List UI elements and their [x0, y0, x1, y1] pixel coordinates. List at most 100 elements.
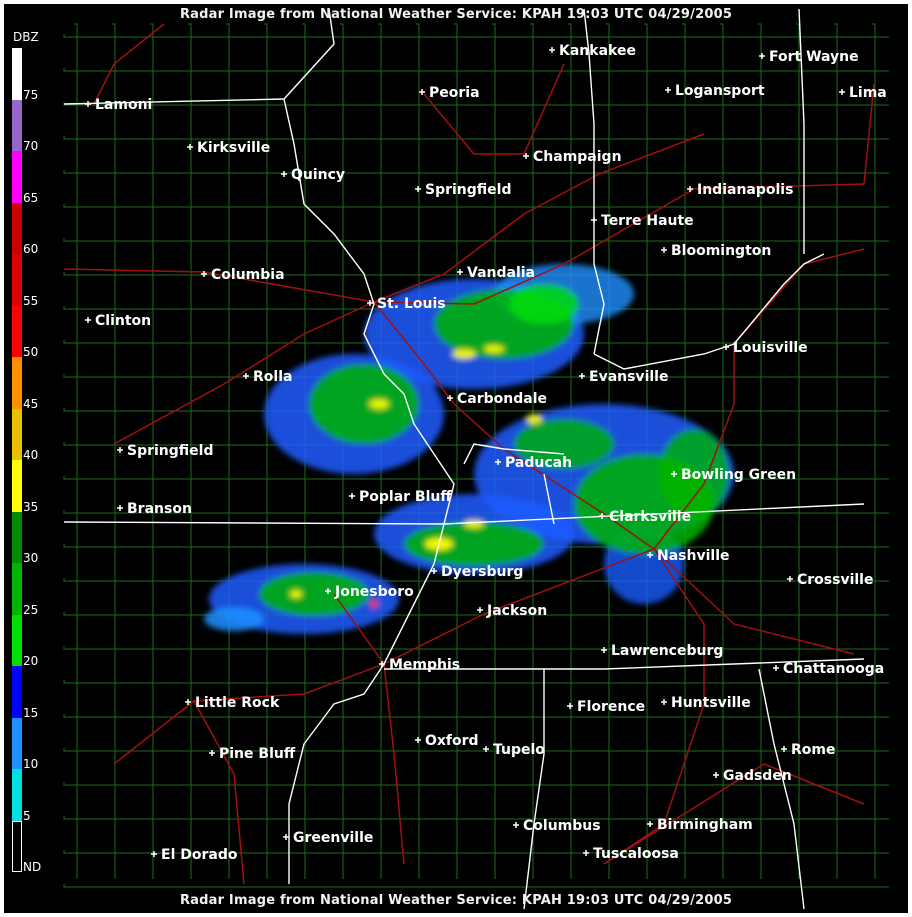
- city-marker: Nashville: [647, 548, 729, 564]
- legend-label: 20: [23, 654, 39, 668]
- city-label: Kankakee: [559, 43, 636, 59]
- city-marker: Columbia: [201, 267, 285, 283]
- city-marker: Bloomington: [661, 243, 771, 259]
- county-line: [63, 612, 889, 616]
- county-line: [63, 884, 889, 888]
- city-label: Terre Haute: [601, 213, 694, 229]
- city-label: St. Louis: [377, 296, 446, 312]
- city-label: Columbia: [211, 267, 285, 283]
- county-line: [63, 646, 889, 650]
- legend-label: 45: [23, 396, 39, 411]
- city-marker: Paducah: [495, 455, 572, 471]
- state-borders: [63, 8, 865, 910]
- city-marker: Little Rock: [185, 695, 280, 711]
- legend-swatch: [12, 48, 22, 100]
- legend-swatch: [12, 511, 22, 563]
- city-label: Springfield: [425, 182, 512, 198]
- radar-title-top: Radar Image from National Weather Servic…: [179, 7, 733, 22]
- county-line: [63, 850, 889, 854]
- city-marker: Evansville: [579, 369, 668, 385]
- city-marker: Lamoni: [85, 97, 152, 113]
- city-marker: Poplar Bluff: [349, 489, 452, 505]
- legend-label: 5: [23, 808, 31, 823]
- legend-swatch: [12, 151, 22, 203]
- city-marker: Jackson: [477, 603, 547, 619]
- city-marker: Florence: [567, 699, 645, 715]
- city-label: Louisville: [733, 340, 808, 356]
- city-marker: Lima: [839, 85, 887, 101]
- county-line: [454, 23, 458, 879]
- city-marker: Greenville: [283, 830, 373, 846]
- county-line: [63, 816, 889, 820]
- city-label: Evansville: [589, 369, 668, 385]
- city-label: Bloomington: [671, 243, 771, 259]
- legend-label: 65: [23, 190, 39, 205]
- city-label: Rolla: [253, 369, 292, 385]
- county-line: [188, 23, 192, 879]
- county-line: [63, 68, 889, 72]
- county-line: [63, 238, 889, 242]
- city-marker: Oxford: [415, 733, 479, 749]
- city-label: Indianapolis: [697, 182, 793, 198]
- city-marker: Memphis: [379, 657, 460, 673]
- city-marker: Quincy: [281, 167, 345, 183]
- city-marker: Louisville: [723, 340, 808, 356]
- legend-swatch: [12, 254, 22, 306]
- city-label: Huntsville: [671, 695, 751, 711]
- city-marker: Birmingham: [647, 817, 753, 833]
- city-marker: Kirksville: [187, 140, 270, 156]
- county-line: [796, 23, 800, 879]
- city-label: Gadsden: [723, 768, 792, 784]
- county-line: [63, 578, 889, 582]
- city-label: Birmingham: [657, 817, 753, 833]
- city-marker: Vandalia: [457, 265, 535, 281]
- city-marker: Branson: [117, 501, 192, 517]
- county-line: [720, 23, 724, 879]
- city-marker: Logansport: [665, 83, 765, 99]
- city-label: Dyersburg: [441, 564, 523, 580]
- city-label: El Dorado: [161, 847, 238, 863]
- county-line: [63, 34, 889, 38]
- city-label: Columbus: [523, 818, 601, 834]
- county-line: [63, 476, 889, 480]
- city-marker: Huntsville: [661, 695, 751, 711]
- legend-swatch: [12, 460, 22, 512]
- city-marker: Gadsden: [713, 768, 792, 784]
- county-line: [63, 170, 889, 174]
- county-line: [758, 23, 762, 879]
- city-label: Lima: [849, 85, 887, 101]
- city-label: Branson: [127, 501, 192, 517]
- city-label: Clinton: [95, 313, 151, 329]
- county-line: [63, 680, 889, 684]
- legend-label: 35: [23, 499, 39, 514]
- city-marker: Springfield: [117, 443, 214, 459]
- county-line: [226, 23, 230, 879]
- city-label: Champaign: [533, 149, 622, 165]
- city-marker: Jonesboro: [325, 584, 414, 600]
- precipitation-echoes: [204, 264, 734, 634]
- city-marker: Springfield: [415, 182, 512, 198]
- city-marker: Rome: [781, 742, 835, 758]
- legend-label: 25: [23, 602, 39, 617]
- county-line: [63, 748, 889, 752]
- city-label: Little Rock: [195, 695, 280, 711]
- legend-label: 60: [23, 242, 39, 256]
- city-marker: St. Louis: [367, 296, 446, 312]
- legend-swatch: [12, 202, 22, 254]
- city-label: Greenville: [293, 830, 373, 846]
- city-marker: Chattanooga: [773, 661, 884, 677]
- legend-label: 40: [23, 448, 39, 462]
- radar-title-bottom: Radar Image from National Weather Servic…: [179, 893, 733, 908]
- city-marker: Crossville: [787, 572, 873, 588]
- county-line: [63, 102, 889, 106]
- legend-swatch: [12, 305, 22, 357]
- legend-swatch: [12, 769, 22, 821]
- county-line: [150, 23, 154, 879]
- city-label: Jackson: [486, 603, 547, 619]
- city-label: Quincy: [291, 167, 345, 183]
- city-label: Lamoni: [95, 97, 152, 113]
- city-label: Chattanooga: [783, 661, 884, 677]
- legend-label: 75: [23, 87, 39, 102]
